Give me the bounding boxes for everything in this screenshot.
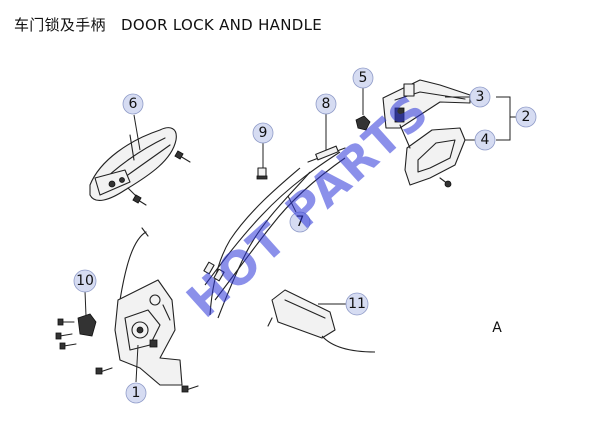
lock-bracket — [55, 313, 97, 350]
diagram-title: 车门锁及手柄 DOOR LOCK AND HANDLE — [14, 16, 323, 34]
callout-group: 1 2 3 4 5 6 7 8 9 10 11 — [73, 67, 537, 404]
callout-number: 1 — [132, 385, 141, 401]
callout-bubble — [252, 122, 274, 144]
callout-number: 3 — [476, 89, 485, 105]
callout-7: 7 — [289, 211, 311, 233]
callout-6: 6 — [122, 93, 144, 115]
callout-number: 5 — [359, 70, 368, 86]
callout-bubble — [352, 67, 374, 89]
callout-4: 4 — [474, 129, 496, 151]
callout-bubble — [73, 269, 97, 293]
callout-number: 9 — [259, 125, 268, 141]
callout-number: 7 — [296, 214, 305, 230]
leader-lines — [84, 88, 516, 383]
callout-bubble — [345, 292, 369, 316]
callout-1: 1 — [125, 382, 147, 404]
bezel-screw — [439, 177, 452, 188]
callout-10: 10 — [73, 269, 97, 293]
callout-number: 4 — [481, 132, 490, 148]
callout-3: 3 — [469, 86, 491, 108]
callout-bubble — [315, 93, 337, 115]
clip — [355, 115, 371, 131]
callout-number: 2 — [522, 109, 531, 125]
retainer-clip — [256, 167, 268, 180]
callout-2: 2 — [515, 106, 537, 128]
door-lock-assembly — [114, 227, 183, 386]
handle-bezel — [399, 124, 466, 186]
callout-bubble — [474, 129, 496, 151]
lock-rod-end — [307, 145, 346, 163]
callout-8: 8 — [315, 93, 337, 115]
lock-screws — [95, 367, 199, 393]
callout-bubble — [289, 211, 311, 233]
callout-5: 5 — [352, 67, 374, 89]
door-cables — [203, 151, 346, 319]
callout-bubble — [125, 382, 147, 404]
inner-door-handle — [382, 79, 471, 129]
callout-number: 6 — [129, 96, 138, 112]
callout-bubble — [469, 86, 491, 108]
handle-bolt — [174, 150, 191, 163]
callout-9: 9 — [252, 122, 274, 144]
view-marker-label: A — [492, 320, 502, 336]
callout-number: 10 — [76, 273, 94, 289]
callout-number: 8 — [322, 96, 331, 112]
handle-bolt-lower — [132, 194, 147, 206]
callout-11: 11 — [345, 292, 369, 316]
callout-bubble — [515, 106, 537, 128]
lock-actuator — [267, 289, 376, 353]
outer-door-handle — [89, 127, 177, 201]
watermark-text: HOT PARTS — [176, 83, 440, 328]
callout-bubble — [122, 93, 144, 115]
callout-number: 11 — [348, 296, 366, 312]
